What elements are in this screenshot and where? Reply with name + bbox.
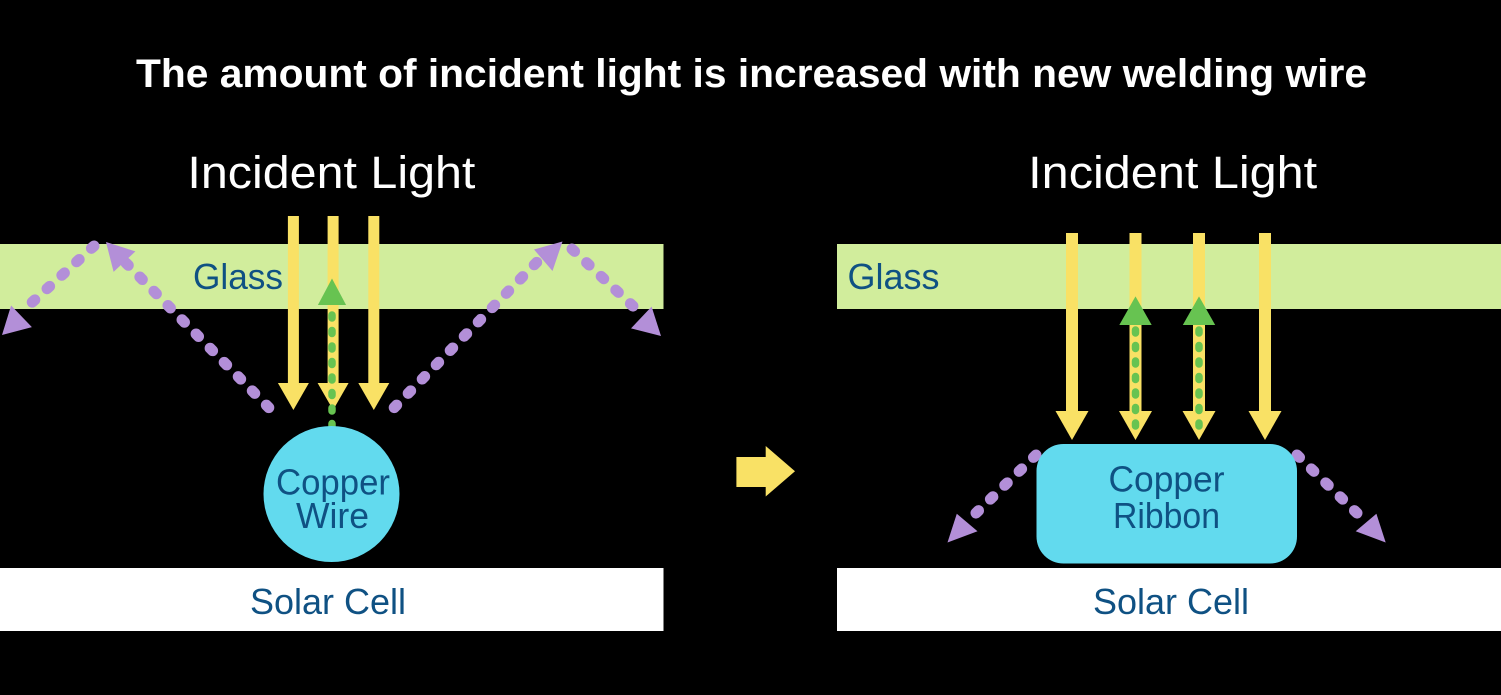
svg-text:Ribbon: Ribbon — [1113, 495, 1220, 536]
svg-text:The amount of incident light i: The amount of incident light is increase… — [136, 52, 1367, 96]
svg-text:Incident Light: Incident Light — [187, 147, 476, 198]
svg-text:Copper: Copper — [276, 462, 390, 503]
svg-text:Incident Light: Incident Light — [1028, 147, 1318, 198]
svg-text:Wire: Wire — [296, 495, 369, 536]
svg-text:Copper: Copper — [1109, 459, 1225, 500]
svg-text:Solar Cell: Solar Cell — [250, 581, 406, 622]
svg-text:Solar Cell: Solar Cell — [1093, 581, 1249, 622]
svg-text:Glass: Glass — [193, 256, 283, 297]
svg-text:Glass: Glass — [848, 256, 940, 297]
